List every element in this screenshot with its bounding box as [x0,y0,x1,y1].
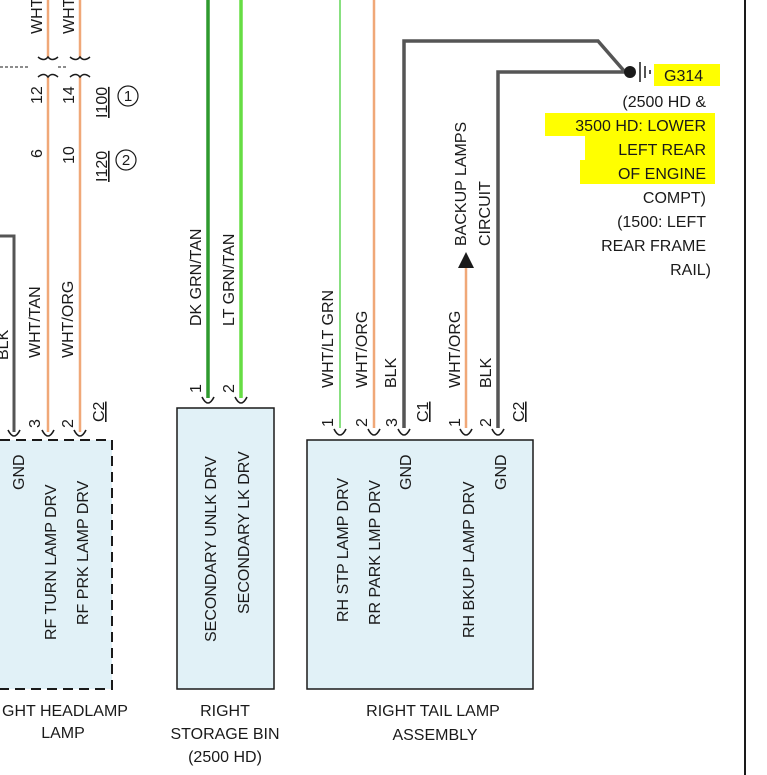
storage-pin-2: 2 [221,384,238,393]
wire-label-wht-org-headlamp: WHT/ORG [60,281,77,358]
wire-label-lt-grn-tan: LT GRN/TAN [221,234,238,326]
storage-title-1: RIGHT [200,703,250,720]
headlamp-pin-3: 3 [27,419,44,428]
circuit-rf-turn-lamp-drv: RF TURN LAMP DRV [43,484,60,640]
backup-arrow-icon [458,252,474,268]
wire-blk-headlamp [0,234,16,432]
wire-blk-tail-c2 [496,70,625,428]
storage-terminals [201,396,248,404]
tail-c1-pin-1: 1 [320,418,337,427]
ground-symbol-icon [624,62,651,82]
splice-pin-12: 12 [29,86,46,104]
ground-note-4: OF ENGINE [618,166,706,183]
headlamp-title-2: LAMP [41,725,85,742]
splice-pin-6: 6 [29,149,46,158]
circuit-gnd-headlamp: GND [11,454,28,490]
storage-bin-box [176,407,275,690]
ground-note-2: 3500 HD: LOWER [575,118,706,135]
wire-label-dk-grn-tan: DK GRN/TAN [188,229,205,326]
splice-callout-2 [115,149,137,171]
splice-break-1 [37,55,59,79]
tail-title-1: RIGHT TAIL LAMP [366,703,500,720]
ground-note-6: (1500: LEFT [617,214,706,231]
splice-pin-14: 14 [61,86,78,104]
headlamp-box [0,439,113,690]
highlight-g314 [654,64,720,86]
wire-label-wht-tan: WHT/TAN [27,286,44,358]
splice-break-2 [69,55,91,79]
tail-title-2: ASSEMBLY [392,727,477,744]
storage-pin-1: 1 [188,384,205,393]
tail-c2-pin-1: 1 [447,418,464,427]
circuit-secondary-unlk-drv: SECONDARY UNLK DRV [203,456,220,642]
splice-callout-2-num: 2 [122,152,130,169]
tail-connector-c2: C2 [511,401,528,422]
storage-title-2: STORAGE BIN [170,726,279,743]
wire-label-wht-lt-grn: WHT/LT GRN [320,290,337,388]
headlamp-title-1: GHT HEADLAMP [2,703,128,720]
headlamp-terminals [7,429,87,437]
wire-label-wht-org-tail-c2: WHT/ORG [447,311,464,388]
splice-id-i100: I100 [94,87,111,118]
ground-note-1: (2500 HD & [622,94,706,111]
splice-pin-10: 10 [61,146,78,164]
wire-label-wht-org-tail-c1: WHT/ORG [354,311,371,388]
ground-note-3: LEFT REAR [618,142,706,159]
tail-connector-c1: C1 [415,401,432,422]
headlamp-connector-c2: C2 [91,401,108,422]
tail-c1-pin-2: 2 [354,418,371,427]
backup-label-2: CIRCUIT [477,181,494,246]
backup-label-1: BACKUP LAMPS [453,122,470,246]
wire-label-wht-2: WHT [61,0,78,34]
tail-c1-pin-3: 3 [384,418,401,427]
highlight-left-rear [585,136,715,160]
circuit-rh-stp-lamp-drv: RH STP LAMP DRV [335,478,352,622]
storage-title-3: (2500 HD) [188,749,262,766]
tail-c2-pin-2: 2 [478,418,495,427]
highlight-3500-hd [545,113,715,136]
ground-note-7: REAR FRAME [601,238,706,255]
circuit-gnd-tail-c1: GND [398,454,415,490]
splice-callout-1 [117,85,139,107]
splice-callout-1-num: 1 [124,88,132,105]
circuit-rf-prk-lamp-drv: RF PRK LAMP DRV [75,480,92,625]
wire-label-blk-headlamp: BLK [0,329,12,360]
tail-terminals [333,428,505,436]
tail-lamp-box [306,439,534,690]
headlamp-pin-2: 2 [60,419,77,428]
wire-blk-tail-c1 [402,39,627,428]
ground-id: G314 [664,68,703,85]
circuit-gnd-tail-c2: GND [493,454,510,490]
circuit-rr-park-lmp-drv: RR PARK LMP DRV [367,480,384,625]
ground-note-8: RAIL) [670,262,711,279]
wire-label-blk-tail-c2: BLK [478,357,495,388]
ground-note-5: COMPT) [643,190,706,207]
highlight-of-engine [580,160,715,184]
circuit-rh-bkup-lamp-drv: RH BKUP LAMP DRV [461,481,478,638]
wire-label-blk-tail-c1: BLK [383,357,400,388]
wire-label-wht-1: WHT [29,0,46,34]
circuit-secondary-lk-drv: SECONDARY LK DRV [236,451,253,614]
splice-id-i120: I120 [94,151,111,182]
